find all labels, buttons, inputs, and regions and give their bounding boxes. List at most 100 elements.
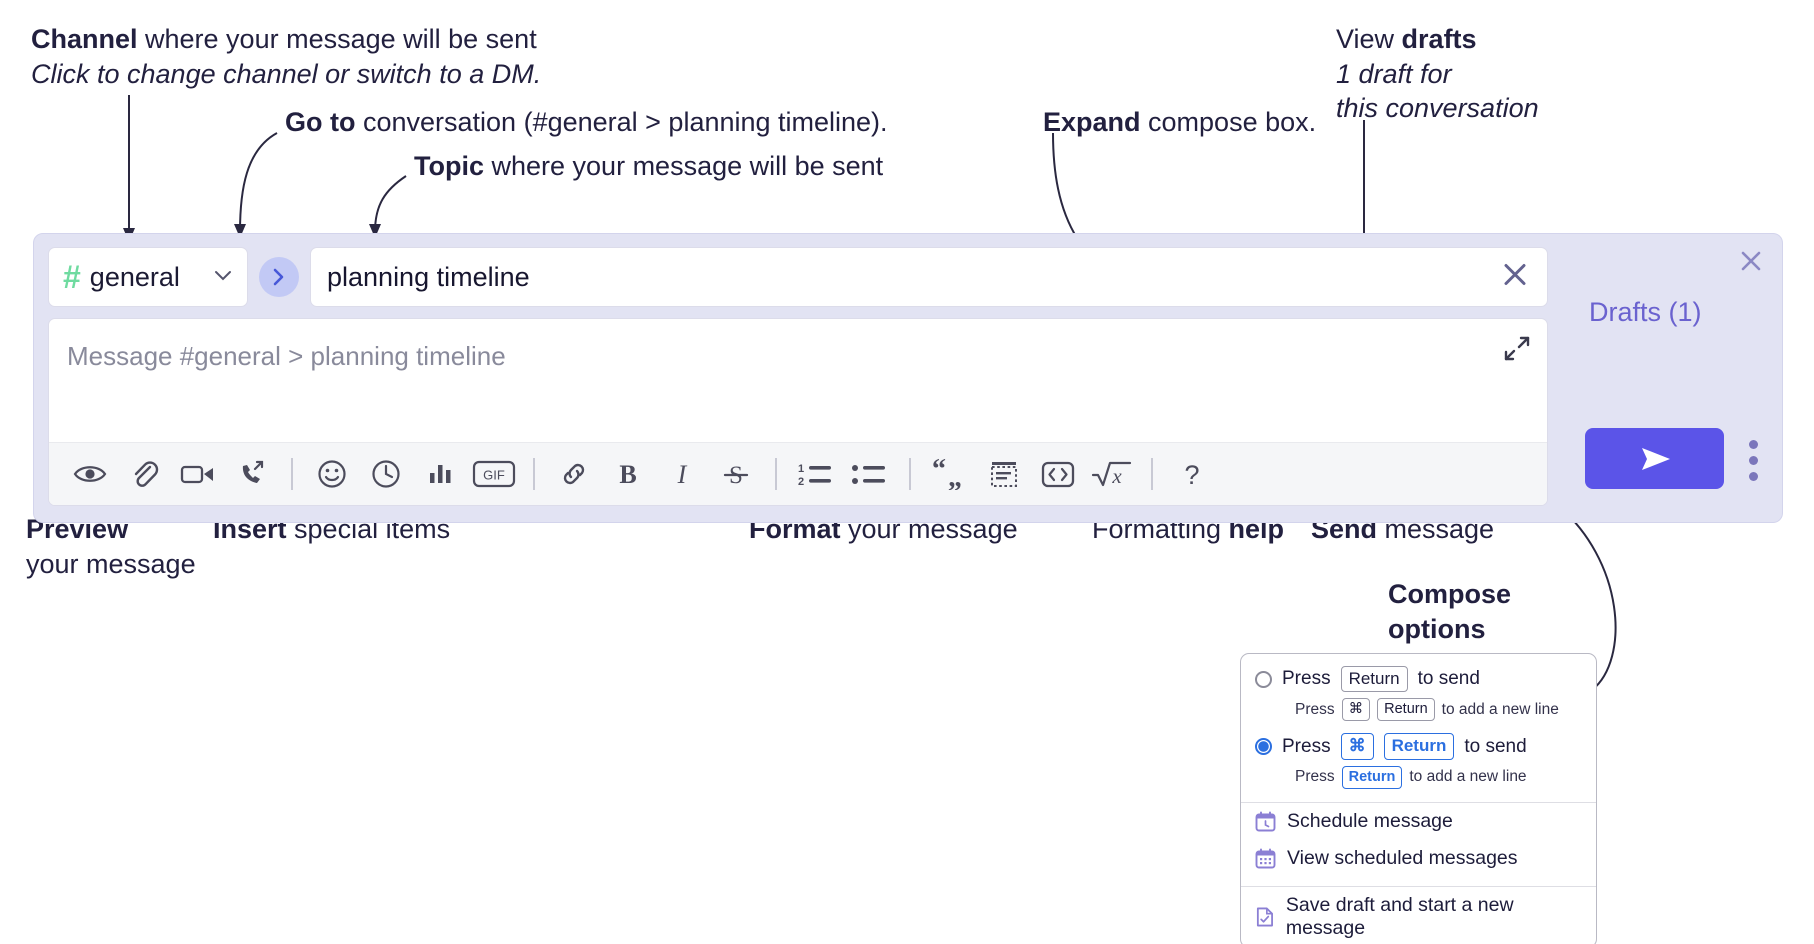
goto-conversation-button[interactable] bbox=[259, 257, 299, 297]
reminder-button[interactable] bbox=[359, 450, 413, 498]
poll-button[interactable] bbox=[413, 450, 467, 498]
menu-divider-1 bbox=[1241, 801, 1596, 803]
annotation-goto: Go to conversation (#general > planning … bbox=[285, 105, 888, 140]
bold-icon: B bbox=[619, 460, 636, 489]
emoji-icon bbox=[318, 460, 346, 488]
annotation-expand: Expand compose box. bbox=[1043, 105, 1316, 140]
svg-text:1: 1 bbox=[798, 463, 804, 475]
toolbar-separator-5 bbox=[1151, 458, 1153, 490]
ordered-list-button[interactable]: 1 2 bbox=[789, 450, 843, 498]
attachment-button[interactable] bbox=[117, 450, 171, 498]
menu-item-label: Schedule message bbox=[1287, 809, 1453, 832]
annotation-drafts: View drafts 1 draft for this conversatio… bbox=[1336, 22, 1539, 126]
svg-text:„: „ bbox=[948, 462, 962, 490]
italic-button[interactable]: I bbox=[655, 450, 709, 498]
drafts-link[interactable]: Drafts (1) bbox=[1589, 297, 1702, 327]
close-icon bbox=[1741, 251, 1761, 271]
channel-name: general bbox=[89, 261, 180, 292]
radio-icon-unselected[interactable] bbox=[1255, 670, 1272, 688]
toolbar-separator-1 bbox=[291, 458, 293, 490]
annotation-expand-bold: Expand bbox=[1043, 107, 1141, 137]
italic-icon: I bbox=[677, 460, 688, 489]
emoji-button[interactable] bbox=[305, 450, 359, 498]
topic-input[interactable]: planning timeline bbox=[310, 247, 1548, 307]
gif-icon: GIF bbox=[472, 460, 516, 488]
blockquote-icon: “ „ bbox=[932, 458, 962, 490]
send-option-return-sub: Press ⌘ Return to add a new line bbox=[1241, 694, 1596, 725]
option-label-post: to send bbox=[1464, 735, 1527, 757]
bold-button[interactable]: B bbox=[601, 450, 655, 498]
link-icon bbox=[563, 463, 585, 485]
clear-topic-button[interactable] bbox=[1499, 259, 1531, 296]
topic-value: planning timeline bbox=[327, 261, 530, 292]
document-check-icon bbox=[1256, 907, 1273, 927]
annotation-drafts-pre: View bbox=[1336, 24, 1402, 54]
hash-icon: # bbox=[63, 259, 81, 295]
send-button[interactable] bbox=[1585, 428, 1724, 489]
send-option-cmd-return[interactable]: Press ⌘ Return to send bbox=[1241, 731, 1596, 761]
sub-label-pre: Press bbox=[1295, 700, 1335, 718]
svg-text:I: I bbox=[677, 460, 688, 489]
inline-code-button[interactable] bbox=[1031, 450, 1085, 498]
sub-label-pre: Press bbox=[1295, 768, 1335, 786]
annotation-drafts-bold: drafts bbox=[1401, 24, 1477, 54]
ordered-list-icon: 1 2 bbox=[798, 463, 831, 488]
formatting-help-button[interactable]: ? bbox=[1165, 450, 1219, 498]
preview-button[interactable] bbox=[63, 450, 117, 498]
kbd-return: Return bbox=[1383, 733, 1455, 760]
link-button[interactable] bbox=[547, 450, 601, 498]
compose-panel: Drafts (1) # general bbox=[33, 233, 1783, 523]
more-vertical-icon-dot-2 bbox=[1749, 456, 1758, 465]
inline-code-icon bbox=[1041, 461, 1075, 488]
toolbar-separator-4 bbox=[909, 458, 911, 490]
math-button[interactable]: x bbox=[1085, 450, 1139, 498]
annotation-drafts-line3: this conversation bbox=[1336, 93, 1539, 124]
kbd-return: Return bbox=[1377, 698, 1435, 722]
send-option-return[interactable]: Press Return to send bbox=[1241, 664, 1596, 694]
blockquote-button[interactable]: “ „ bbox=[923, 450, 977, 498]
strikethrough-icon: S bbox=[723, 462, 749, 489]
channel-selector[interactable]: # general bbox=[48, 247, 248, 307]
annotation-channel-rest: where your message will be sent bbox=[137, 24, 537, 54]
message-input-area[interactable]: Message #general > planning timeline bbox=[48, 318, 1548, 506]
annotation-preview-line2: your message bbox=[26, 548, 196, 579]
bulleted-list-icon bbox=[852, 465, 885, 484]
svg-text:2: 2 bbox=[798, 476, 804, 488]
calendar-grid-icon bbox=[1255, 848, 1276, 869]
clock-icon bbox=[372, 460, 400, 488]
annotation-compose-line2: options bbox=[1388, 613, 1486, 644]
menu-divider-2 bbox=[1241, 885, 1596, 887]
calendar-clock-icon bbox=[1255, 811, 1276, 832]
menu-item-label: Save draft and start a new message bbox=[1285, 893, 1514, 939]
menu-item-label: View scheduled messages bbox=[1287, 846, 1518, 869]
help-icon: ? bbox=[1184, 460, 1199, 490]
menu-item-save-draft[interactable]: Save draft and start a new message bbox=[1241, 887, 1596, 944]
toolbar-separator-3 bbox=[775, 458, 777, 490]
close-panel-button[interactable] bbox=[1738, 248, 1764, 279]
annotation-goto-bold: Go to bbox=[285, 107, 356, 137]
svg-text:“: “ bbox=[932, 458, 946, 485]
paper-plane-icon bbox=[1641, 447, 1670, 470]
menu-item-schedule-message[interactable]: Schedule message bbox=[1241, 803, 1596, 840]
video-clip-button[interactable] bbox=[171, 450, 225, 498]
code-block-button[interactable] bbox=[977, 450, 1031, 498]
gif-button[interactable]: GIF bbox=[467, 450, 521, 498]
sub-label-post: to add a new line bbox=[1441, 700, 1559, 718]
kbd-command: ⌘ bbox=[1340, 733, 1374, 760]
expand-compose-button[interactable] bbox=[1501, 333, 1533, 370]
more-vertical-icon-dot-1 bbox=[1749, 440, 1758, 449]
expand-diagonal-icon bbox=[1504, 336, 1530, 361]
radio-icon-selected[interactable] bbox=[1255, 738, 1272, 755]
option-label-post: to send bbox=[1417, 668, 1480, 690]
option-label-pre: Press bbox=[1282, 668, 1331, 690]
annotation-channel-bold: Channel bbox=[31, 24, 138, 54]
option-label-pre: Press bbox=[1282, 735, 1331, 757]
compose-inner: # general planning timeline bbox=[48, 247, 1548, 510]
bulleted-list-button[interactable] bbox=[843, 450, 897, 498]
compose-options-button[interactable] bbox=[1749, 440, 1758, 481]
audio-clip-button[interactable] bbox=[225, 450, 279, 498]
chevron-right-icon bbox=[273, 268, 284, 286]
send-option-cmd-return-sub: Press Return to add a new line bbox=[1241, 762, 1596, 793]
strikethrough-button[interactable]: S bbox=[709, 450, 763, 498]
menu-item-view-scheduled[interactable]: View scheduled messages bbox=[1241, 840, 1596, 877]
